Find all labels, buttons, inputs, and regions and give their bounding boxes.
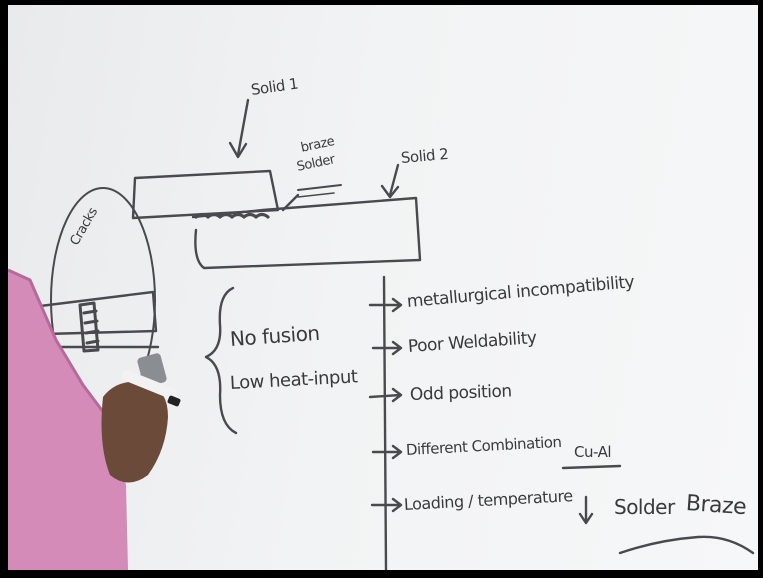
presenter-arm — [8, 5, 758, 570]
hand — [102, 382, 168, 483]
whiteboard: Solid 1 braze Solder Solid 2 Cracks No f… — [8, 5, 758, 570]
